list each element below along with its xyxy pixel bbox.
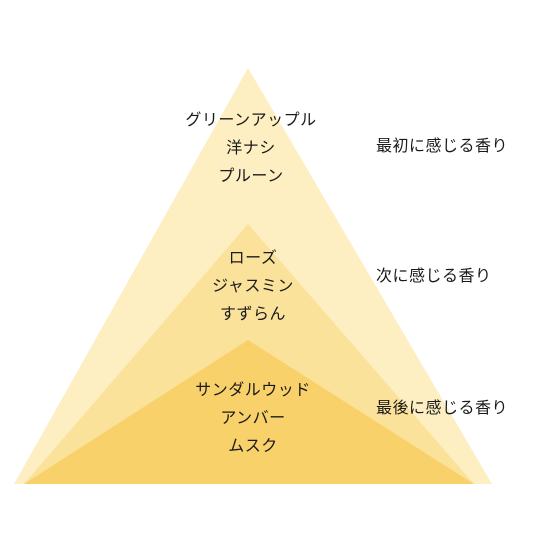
middle-note-item: ローズ — [228, 248, 278, 267]
middle-notes-list: ローズ ジャスミン すずらん — [168, 244, 338, 328]
middle-note-item: すずらん — [219, 304, 286, 323]
base-note-item: アンバー — [220, 408, 286, 427]
top-notes-label: 最初に感じる香り — [376, 136, 509, 155]
base-note-item: サンダルウッド — [195, 380, 311, 399]
base-note-item: ムスク — [228, 436, 278, 455]
base-notes-layer — [24, 340, 474, 484]
top-note-item: グリーンアップル — [185, 110, 317, 129]
base-notes-list: サンダルウッド アンバー ムスク — [168, 376, 338, 460]
top-note-item: プルーン — [218, 166, 284, 185]
base-notes-label: 最後に感じる香り — [376, 398, 509, 417]
middle-note-item: ジャスミン — [212, 276, 294, 295]
middle-notes-label: 次に感じる香り — [376, 266, 492, 285]
top-notes-list: グリーンアップル 洋ナシ プルーン — [166, 106, 336, 190]
top-note-item: 洋ナシ — [226, 138, 276, 157]
